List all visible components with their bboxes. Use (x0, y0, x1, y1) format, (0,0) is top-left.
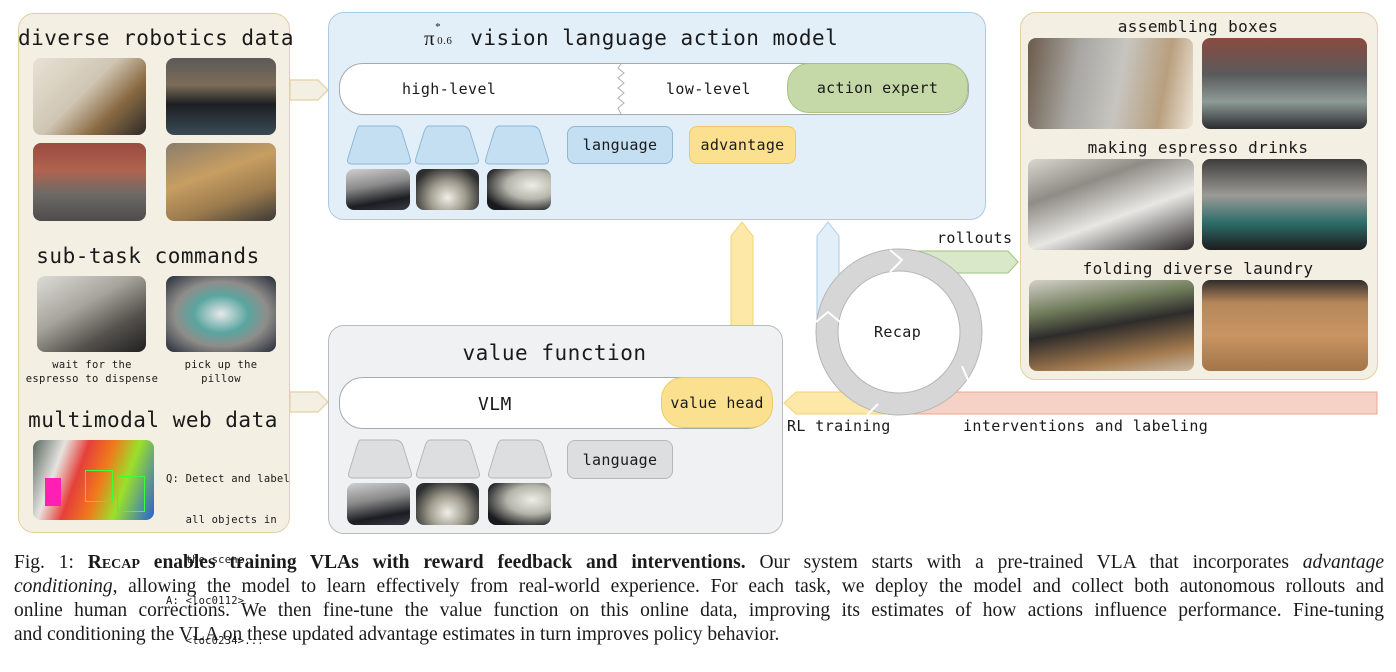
subtask-caption-pillow: pick up the pillow (166, 358, 276, 386)
recap-label: Recap (874, 323, 922, 341)
detection-box (117, 476, 145, 512)
robotics-photo-2 (166, 58, 276, 135)
recap-ring (816, 249, 982, 415)
vlm-label: VLM (478, 394, 512, 415)
subtask-photo-pillow (166, 276, 276, 352)
rl-training-label: RL training (787, 417, 891, 435)
arrow-value-to-vla (730, 221, 754, 327)
task-title-espresso: making espresso drinks (1087, 138, 1309, 157)
robotics-photo-3 (33, 143, 146, 221)
web-photo-detection (33, 440, 154, 520)
subtask-photo-espresso (37, 276, 146, 352)
caption-line: espresso to dispense (25, 373, 159, 385)
caption-text: , allowing the model to learn effectivel… (112, 576, 1384, 597)
vla-title: π * 0.6 vision language action model (424, 21, 839, 51)
value-language-token: language (567, 440, 673, 479)
caption-line-2: conditioning, allowing the model to lear… (14, 575, 1384, 599)
subtask-commands-title: sub-task commands (36, 244, 260, 268)
caption-line: pillow (201, 373, 241, 385)
detection-box (45, 478, 61, 506)
qa-line: <loc0234>... (166, 635, 264, 647)
robotics-data-title: diverse robotics data (18, 26, 295, 50)
caption-italic: conditioning (14, 576, 113, 597)
caption-text: Our system starts with a pre-trained VLA… (759, 552, 1289, 573)
caption-line-1: Fig. 1: Recap enables training VLAs with… (14, 551, 1384, 575)
vla-camera-1 (346, 169, 410, 210)
caption-line: pick up the (184, 359, 258, 371)
image-encoder-2 (416, 439, 480, 479)
caption-bold-title: enables training VLAs with reward feedba… (153, 552, 746, 573)
image-encoder-3 (488, 439, 552, 479)
task-photo-espresso-1 (1028, 159, 1194, 250)
web-qa-text: Q: Detect and label all objects in the s… (166, 446, 290, 662)
rollouts-label: rollouts (937, 229, 1013, 247)
qa-line: A: <loc0112> (166, 594, 245, 607)
image-encoder-3 (485, 125, 549, 165)
task-photo-laundry-2 (1202, 280, 1368, 371)
task-photo-assembling-2 (1202, 38, 1367, 129)
robotics-photo-1 (33, 58, 146, 135)
task-photo-assembling-1 (1028, 38, 1193, 129)
value-camera-1 (347, 483, 410, 525)
robotics-photo-4 (166, 143, 276, 221)
vla-title-text: vision language action model (470, 26, 839, 50)
detection-box (85, 470, 113, 502)
recap-name: Recap (87, 552, 140, 573)
web-data-title: multimodal web data (28, 408, 278, 432)
image-encoder-1 (348, 439, 412, 479)
task-title-laundry: folding diverse laundry (1082, 259, 1314, 278)
value-camera-3 (488, 483, 551, 525)
image-encoder-2 (415, 125, 479, 165)
title-subscript: 0.6 (437, 35, 453, 47)
vla-advantage-token: advantage (689, 126, 796, 164)
qa-line: all objects in (166, 513, 277, 526)
high-level-label: high-level (402, 80, 497, 98)
low-level-label: low-level (666, 80, 751, 98)
vla-language-token: language (567, 126, 673, 164)
arrow-web-to-value (289, 391, 329, 413)
caption-italic: advantage (1302, 552, 1385, 573)
task-photo-laundry-1 (1029, 280, 1194, 371)
vla-image-encoders (347, 125, 549, 165)
pi-symbol: π (424, 26, 436, 50)
split-divider (617, 63, 625, 115)
qa-line: Q: Detect and label (166, 473, 290, 485)
value-head-block: value head (661, 377, 773, 428)
title-superscript: * (435, 21, 442, 33)
value-image-encoders (348, 439, 552, 479)
qa-line: the scene. (166, 554, 251, 566)
caption-line: wait for the (52, 359, 132, 371)
interventions-label: interventions and labeling (963, 417, 1209, 435)
task-title-assembling: assembling boxes (1117, 17, 1279, 36)
fig-label: Fig. 1: (14, 552, 74, 573)
interventions-arrow (899, 391, 1378, 415)
image-encoder-1 (347, 125, 411, 165)
value-camera-2 (416, 483, 479, 525)
value-function-title: value function (462, 341, 647, 365)
action-expert-block: action expert (787, 63, 968, 113)
figure-caption: Fig. 1: Recap enables training VLAs with… (14, 551, 1384, 647)
caption-line-3: online human corrections. We then fine-t… (14, 600, 1384, 621)
arrow-robotics-to-vla (289, 79, 329, 101)
caption-line-4: and conditioning the VLA on these update… (14, 624, 780, 645)
vla-camera-3 (487, 169, 551, 210)
subtask-caption-espresso: wait for the espresso to dispense (24, 358, 160, 386)
task-photo-espresso-2 (1202, 159, 1367, 250)
vla-camera-2 (416, 169, 479, 210)
